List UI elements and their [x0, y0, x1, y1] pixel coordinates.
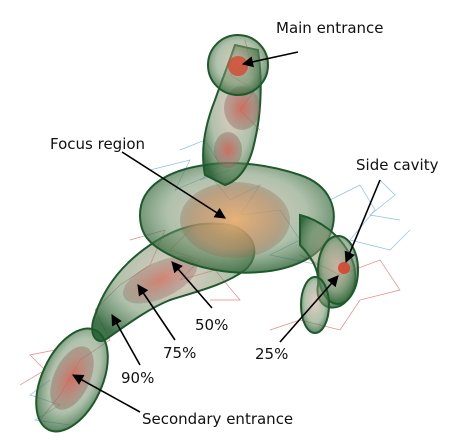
neck-inner-lower: [214, 132, 242, 168]
label-side-cavity: Side cavity: [356, 156, 439, 174]
label-50: 50%: [195, 316, 228, 334]
label-secondary-entrance: Secondary entrance: [142, 410, 293, 428]
label-90: 90%: [121, 369, 154, 387]
label-focus-region: Focus region: [50, 135, 145, 153]
arrow-side-cavity: [346, 180, 380, 262]
label-main-entrance: Main entrance: [276, 19, 384, 37]
main-entrance-hotspot: [228, 56, 248, 76]
side-lobe-shell: [301, 277, 329, 333]
side-cavity-hotspot: [338, 262, 350, 274]
label-25: 25%: [255, 345, 288, 363]
label-75: 75%: [163, 344, 196, 362]
focus-region-blob: [180, 182, 290, 258]
